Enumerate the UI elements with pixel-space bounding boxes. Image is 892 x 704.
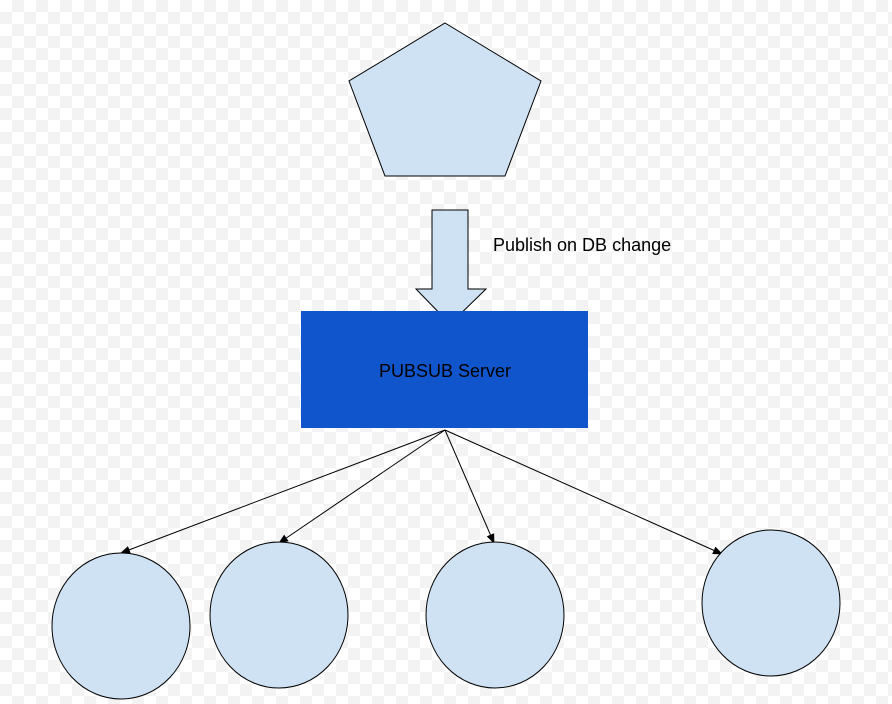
connector-subscriber-3 <box>444 429 495 544</box>
publish-label: Publish on DB change <box>493 235 671 255</box>
pubsub-server-box <box>301 311 588 428</box>
subscriber-circle-4 <box>701 529 841 677</box>
pubsub-server-label: PUBSUB Server <box>379 361 511 381</box>
connector-subscriber-1 <box>120 429 446 554</box>
connector-subscriber-4 <box>444 429 723 555</box>
subscriber-circle-2 <box>209 541 349 689</box>
connector-subscriber-2 <box>278 429 446 544</box>
subscriber-circle-3 <box>425 541 565 689</box>
publish-block-arrow <box>414 209 488 325</box>
source-pentagon <box>348 22 542 177</box>
subscriber-circle-1 <box>51 552 191 700</box>
